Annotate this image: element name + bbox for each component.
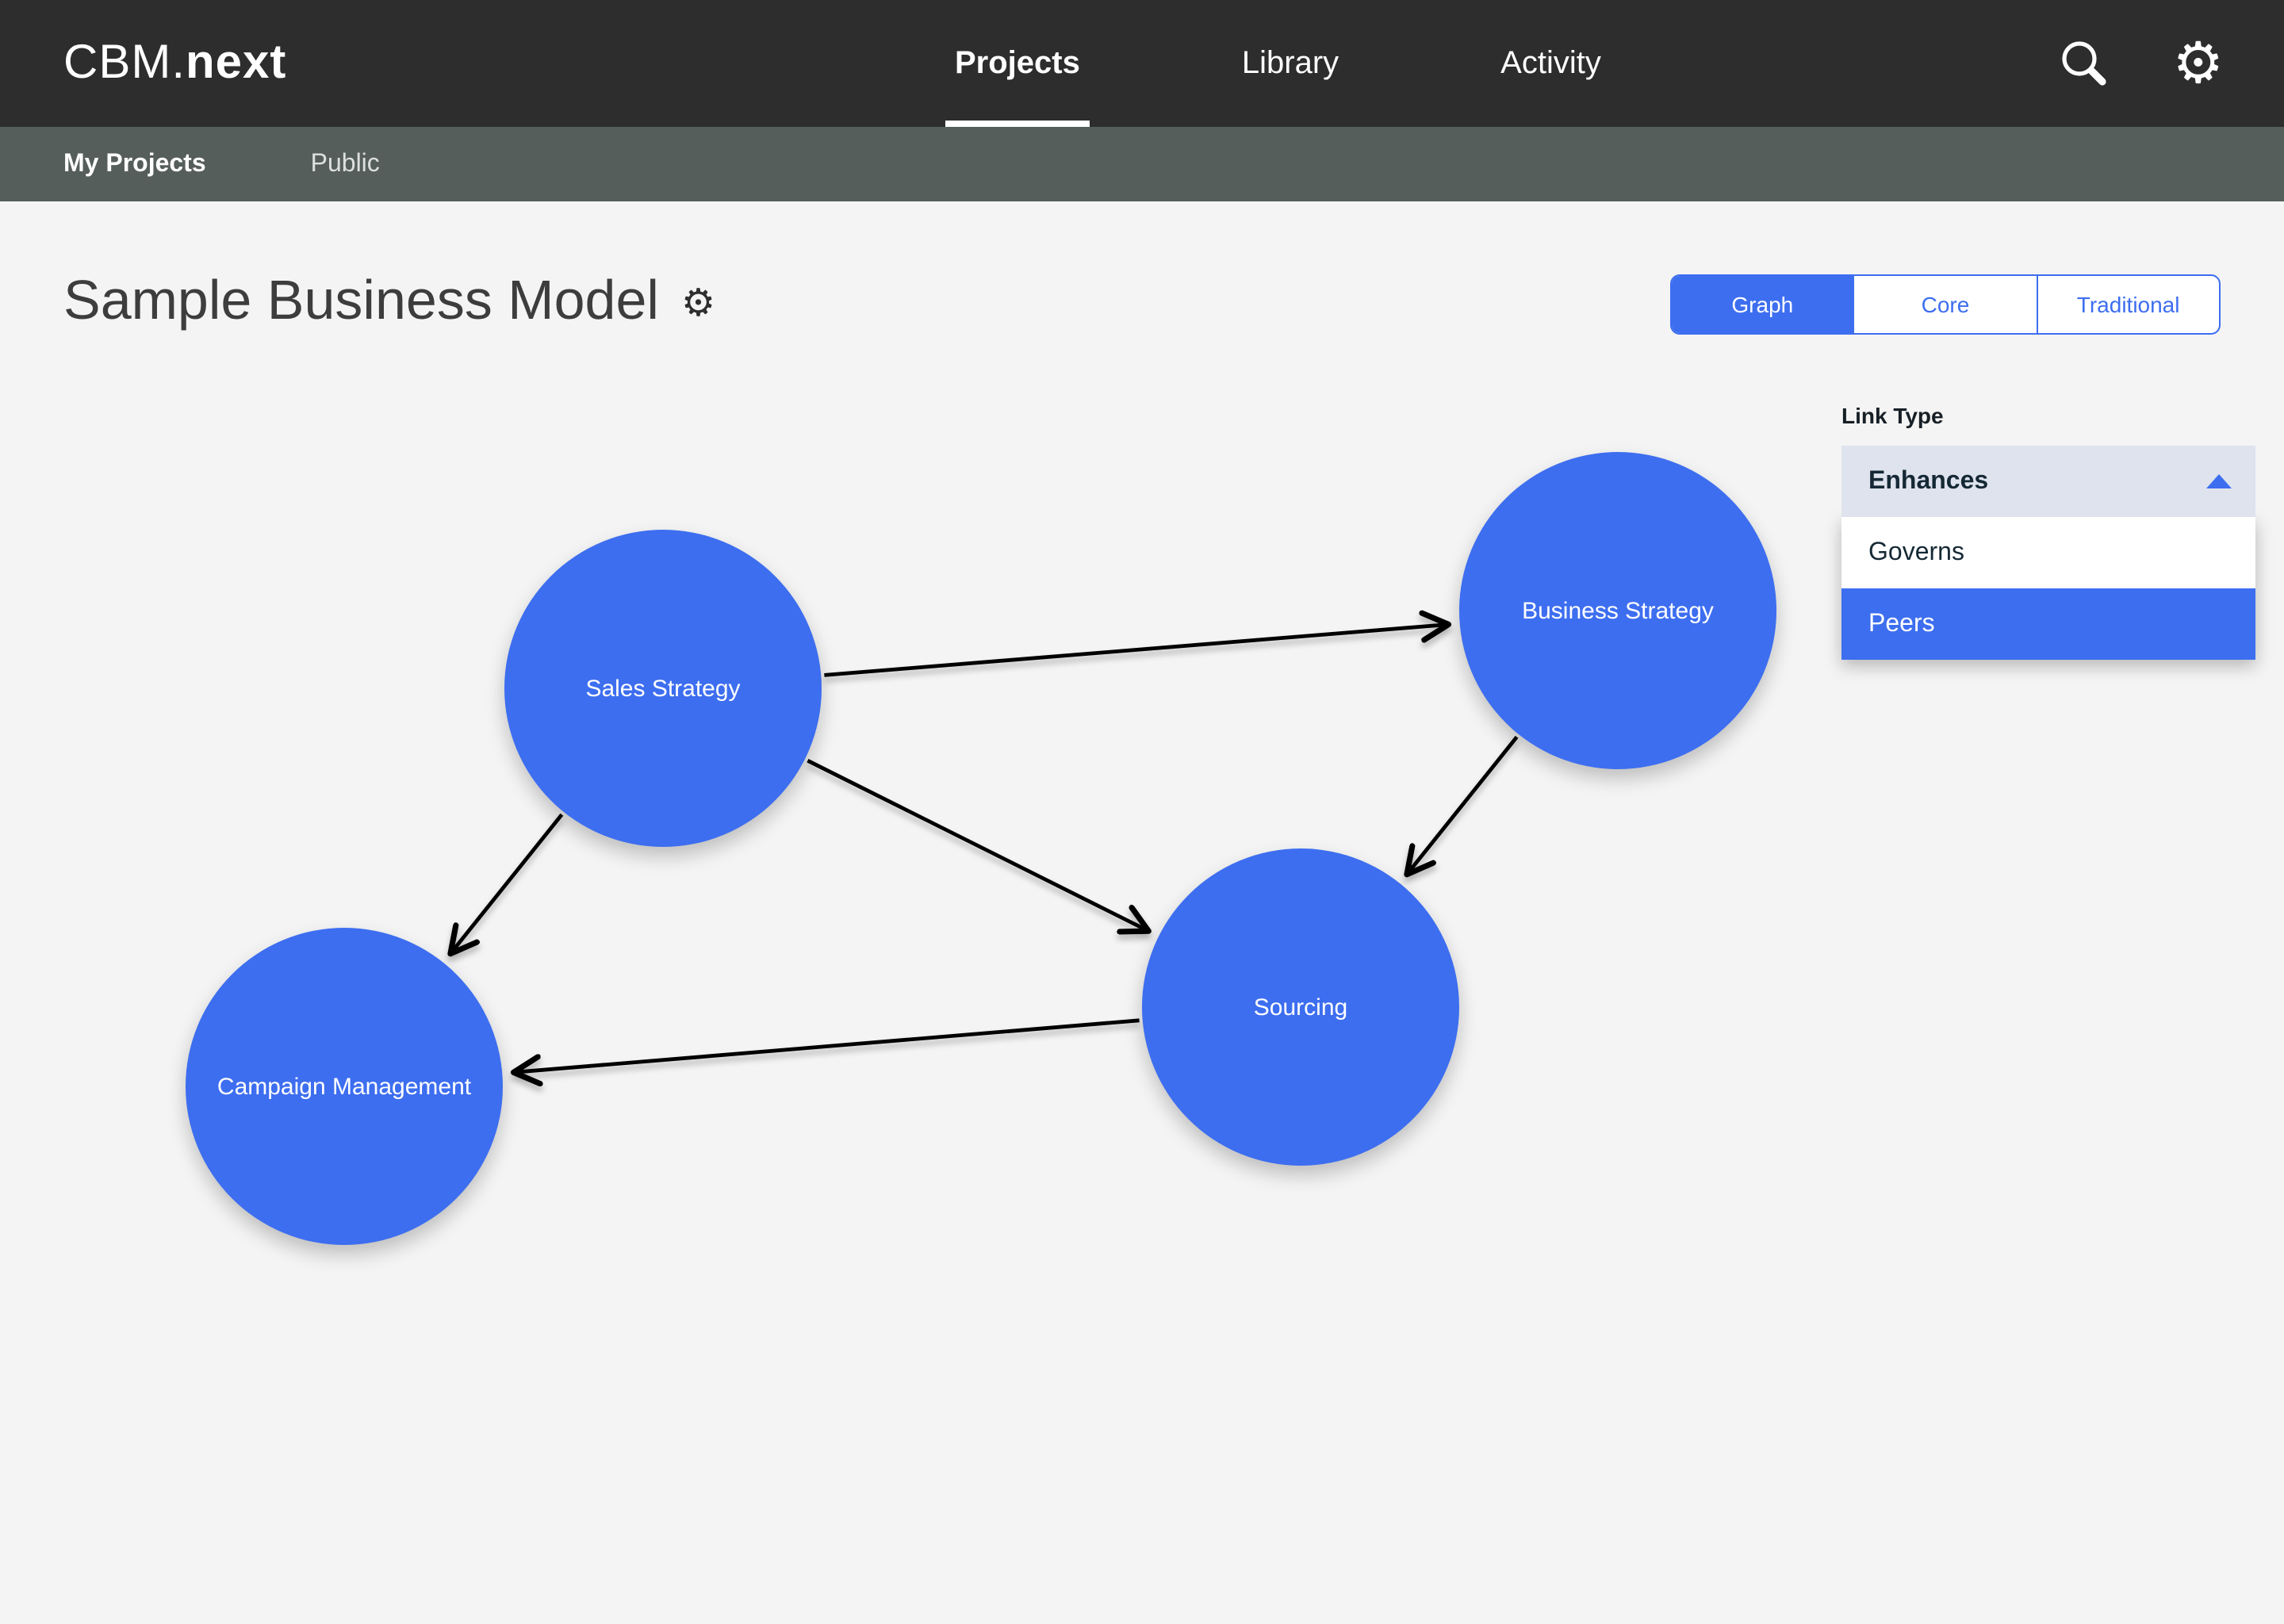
edge-sales-to-business [824, 625, 1447, 677]
sub-nav-bar: My Projects Public [0, 127, 2284, 201]
graph-node-sourcing[interactable]: Sourcing [1142, 848, 1459, 1166]
chevron-up-icon [2206, 474, 2232, 488]
search-icon[interactable] [2058, 38, 2109, 89]
view-option-traditional[interactable]: Traditional [2036, 276, 2219, 333]
link-type-option-peers[interactable]: Peers [1841, 588, 2255, 660]
link-type-dropdown-toggle[interactable]: Enhances [1841, 446, 2255, 517]
title-gear-icon[interactable]: ⚙ [680, 282, 715, 325]
edge-business-to-sourcing [1408, 735, 1519, 873]
brand-logo[interactable]: CBM.next [63, 0, 286, 127]
brand-prefix: CBM. [63, 36, 186, 89]
gear-icon[interactable]: ⚙ [2172, 30, 2224, 95]
link-type-selected-value: Enhances [1868, 467, 1989, 494]
view-switcher: Graph Core Traditional [1670, 274, 2221, 335]
nav-item-library[interactable]: Library [1232, 0, 1348, 127]
top-bar-icons: ⚙ [2058, 0, 2224, 127]
nav-item-activity[interactable]: Activity [1491, 0, 1611, 127]
subnav-item-public[interactable]: Public [310, 150, 380, 177]
link-type-dropdown: Enhances Governs Peers [1841, 446, 2255, 660]
top-bar: CBM.next Projects Library Activity ⚙ [0, 0, 2284, 127]
graph-node-sales-strategy[interactable]: Sales Strategy [504, 530, 822, 847]
nav-item-activity-label: Activity [1500, 45, 1601, 80]
nav-item-library-label: Library [1241, 45, 1339, 80]
nav-item-projects-label: Projects [955, 45, 1080, 80]
main-nav: Projects Library Activity [945, 0, 1611, 127]
subnav-item-my-projects[interactable]: My Projects [63, 150, 206, 177]
link-type-dropdown-list: Governs Peers [1841, 517, 2255, 660]
edge-sales-to-sourcing [807, 759, 1147, 930]
edge-sourcing-to-campaign [515, 1018, 1140, 1072]
page-title: Sample Business Model [63, 270, 659, 331]
nav-item-projects[interactable]: Projects [945, 0, 1090, 127]
graph-node-business-strategy[interactable]: Business Strategy [1459, 452, 1776, 769]
link-type-option-governs[interactable]: Governs [1841, 517, 2255, 588]
brand-suffix: next [186, 36, 287, 89]
link-type-label: Link Type [1841, 403, 1944, 428]
view-option-graph[interactable]: Graph [1672, 276, 1853, 333]
page-title-row: Sample Business Model ⚙ [63, 270, 715, 333]
graph-node-campaign-management[interactable]: Campaign Management [186, 928, 503, 1245]
edge-sales-to-campaign [451, 813, 564, 952]
view-option-core[interactable]: Core [1853, 276, 2037, 333]
